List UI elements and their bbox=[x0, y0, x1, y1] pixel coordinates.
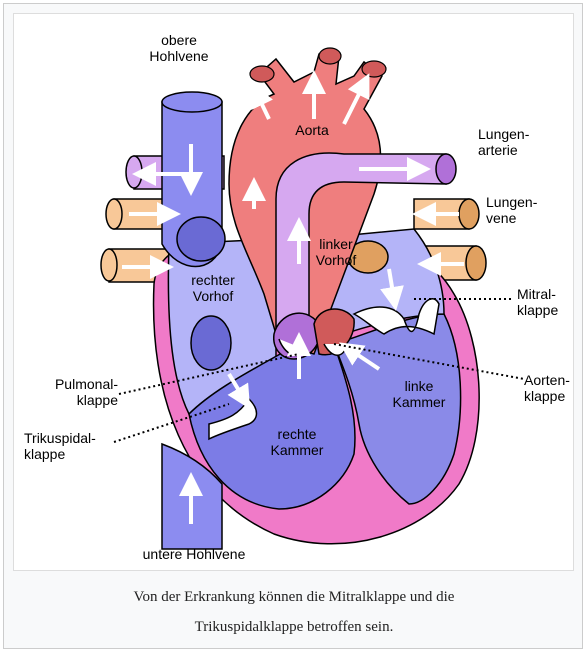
label-lungenarterie: Lungen-arterie bbox=[478, 126, 529, 158]
label-aorta: Aorta bbox=[282, 122, 342, 138]
label-aortenklappe: Aorten-klappe bbox=[524, 372, 570, 404]
caption-line-1: Von der Erkrankung können die Mitralklap… bbox=[24, 582, 564, 612]
label-mitralklappe: Mitral-klappe bbox=[517, 286, 558, 318]
label-pulmonalklappe: Pulmonal-klappe bbox=[28, 376, 118, 408]
heart-illustration bbox=[14, 14, 573, 570]
label-lungenvene: Lungen-vene bbox=[486, 194, 537, 226]
label-trikuspidalklappe: Trikuspidal-klappe bbox=[24, 430, 96, 462]
caption-line-2: Trikuspidalklappe betroffen sein. bbox=[24, 612, 564, 642]
label-untere-hohlvene: untere Hohlvene bbox=[124, 546, 264, 562]
figure-caption: Von der Erkrankung können die Mitralklap… bbox=[24, 582, 564, 642]
